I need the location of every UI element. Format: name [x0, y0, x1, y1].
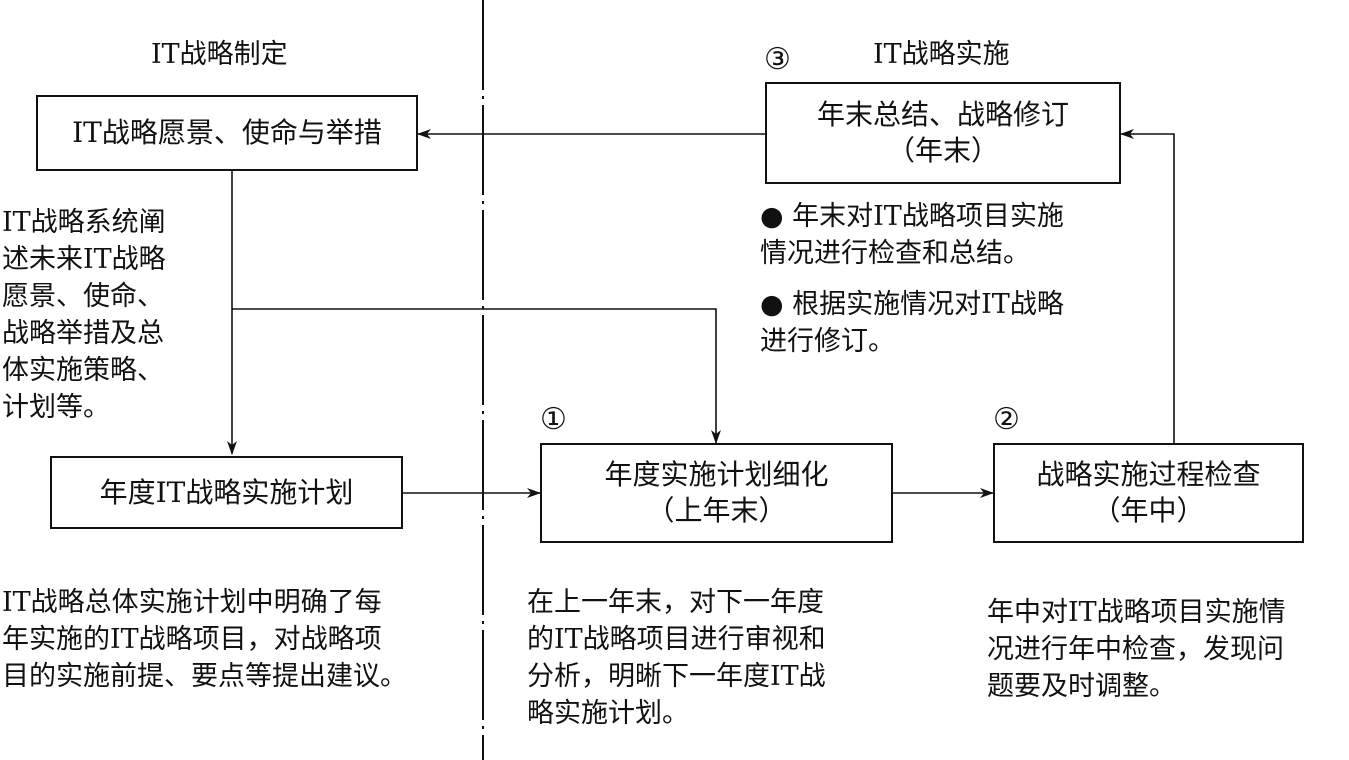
check-note-line: 年中对IT战略项目实施情 [987, 597, 1286, 628]
refine-note-line: 分析，明晰下一年度IT战 [527, 661, 826, 692]
review-bullet-line: ● 根据实施情况对IT战略 [760, 289, 1064, 320]
vision-note-line: IT战略系统阐 [2, 207, 166, 238]
vision-box: IT战略愿景、使命与举措 [36, 95, 418, 171]
annual-plan-note: IT战略总体实施计划中明确了每 年实施的IT战略项目，对战略项 目的实施前提、要… [2, 584, 407, 695]
review-box: 年末总结、战略修订 （年末） [765, 82, 1121, 184]
review-box-timing: （年末） [886, 134, 999, 167]
arrow-vision-to-refine [232, 308, 721, 444]
review-bullet-line: 进行修订。 [760, 326, 895, 357]
vision-note-line: 体实施策略、 [2, 355, 164, 386]
refine-note-line: 略实施计划。 [527, 698, 689, 729]
vision-note-line: 愿景、使命、 [2, 281, 164, 312]
vision-note: IT战略系统阐 述未来IT战略 愿景、使命、 战略举措及总 体实施策略、 计划等… [2, 204, 166, 426]
check-box-title: 战略实施过程检查 [1036, 458, 1261, 491]
review-bullet-list: ● 年末对IT战略项目实施 情况进行检查和总结。 ● 根据实施情况对IT战略 进… [760, 198, 1064, 374]
heading-strategy-implementation: IT战略实施 [873, 39, 1010, 70]
step-marker-2: ② [993, 402, 1020, 437]
annual-plan-box-label: 年度IT战略实施计划 [99, 475, 354, 509]
check-note: 年中对IT战略项目实施情 况进行年中检查，发现问 题要及时调整。 [987, 594, 1286, 705]
check-note-line: 题要及时调整。 [987, 671, 1176, 702]
review-bullet-line: ● 年末对IT战略项目实施 [760, 201, 1064, 232]
vision-note-line: 述未来IT战略 [2, 244, 166, 275]
review-bullet-line: 情况进行检查和总结。 [760, 238, 1030, 269]
refine-box-title: 年度实施计划细化 [604, 458, 829, 491]
refine-note-line: 的IT战略项目进行审视和 [527, 624, 826, 655]
step-marker-3: ③ [764, 42, 791, 77]
vision-note-line: 计划等。 [2, 392, 110, 423]
refine-note: 在上一年末，对下一年度 的IT战略项目进行审视和 分析，明晰下一年度IT战 略实… [527, 584, 826, 732]
review-bullet-item: ● 根据实施情况对IT战略 进行修订。 [760, 286, 1064, 360]
refine-box-timing: （上年末） [646, 494, 787, 527]
review-bullet-item: ● 年末对IT战略项目实施 情况进行检查和总结。 [760, 198, 1064, 272]
heading-strategy-formulation: IT战略制定 [151, 39, 288, 70]
step-marker-1: ① [540, 402, 567, 437]
annual-plan-note-line: 年实施的IT战略项目，对战略项 [2, 624, 382, 655]
vision-note-line: 战略举措及总 [2, 318, 164, 349]
arrow-check-to-review [1120, 129, 1175, 443]
annual-plan-note-line: 目的实施前提、要点等提出建议。 [2, 661, 407, 692]
review-box-title: 年末总结、战略修订 [816, 98, 1069, 131]
annual-plan-note-line: IT战略总体实施计划中明确了每 [2, 587, 382, 618]
check-box-timing: （年中） [1092, 494, 1205, 527]
refine-box: 年度实施计划细化 （上年末） [540, 443, 893, 543]
check-note-line: 况进行年中检查，发现问 [987, 634, 1284, 665]
vision-box-label: IT战略愿景、使命与举措 [72, 116, 382, 149]
check-box: 战略实施过程检查 （年中） [993, 443, 1304, 543]
refine-note-line: 在上一年末，对下一年度 [527, 587, 824, 618]
annual-plan-box: 年度IT战略实施计划 [50, 456, 403, 529]
